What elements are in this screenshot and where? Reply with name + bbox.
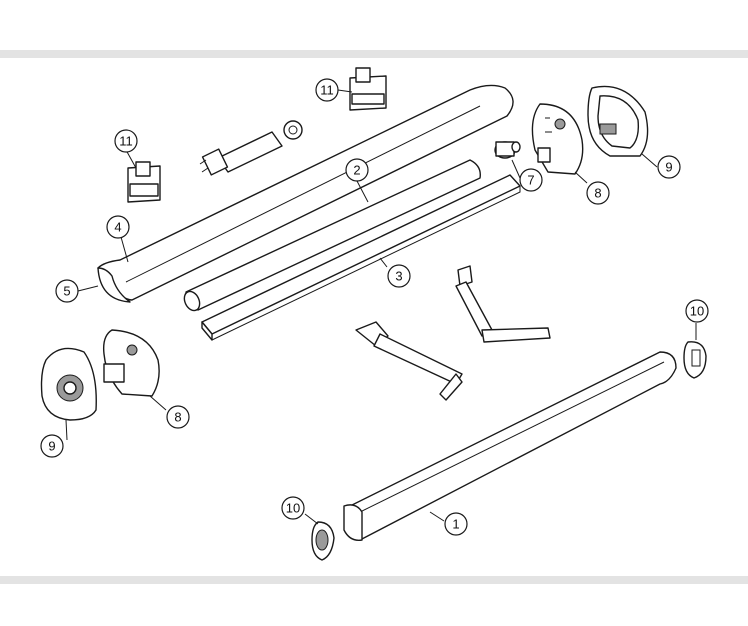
part-9-end-cap-right: [587, 85, 649, 157]
part-5-cassette-end: [97, 267, 131, 303]
callout-11-left: 11: [114, 129, 138, 153]
callout-11-right: 11: [315, 78, 339, 102]
part-7-coupler: [494, 141, 521, 159]
motor-assembly: [199, 120, 303, 176]
part-10-front-cap-right: [683, 341, 707, 379]
part-2-roller-tube: [183, 159, 481, 312]
svg-text:8: 8: [594, 186, 601, 201]
callout-7: 7: [519, 168, 543, 192]
svg-text:8: 8: [174, 410, 181, 425]
folding-arm-left: [355, 321, 463, 401]
svg-text:10: 10: [286, 501, 300, 516]
callout-4: 4: [106, 215, 130, 239]
part-8-side-plate-left: [102, 329, 160, 397]
callout-10-right: 10: [685, 299, 709, 323]
part-8-side-plate-right: [531, 103, 584, 175]
callout-9-left: 9: [40, 434, 64, 458]
callout-5: 5: [55, 279, 79, 303]
callout-9-right: 9: [657, 155, 681, 179]
part-11-bracket-left: [127, 161, 161, 203]
svg-text:11: 11: [119, 134, 133, 149]
bottom-divider-band: [0, 576, 748, 584]
top-divider-band: [0, 50, 748, 58]
svg-text:9: 9: [665, 160, 672, 175]
svg-text:7: 7: [527, 173, 534, 188]
svg-text:11: 11: [320, 83, 334, 98]
callout-10-left: 10: [281, 496, 305, 520]
callout-3: 3: [387, 264, 411, 288]
callout-8-right: 8: [586, 181, 610, 205]
svg-text:1: 1: [452, 517, 459, 532]
part-11-bracket-right: [349, 67, 387, 111]
part-1-front-profile-bar: [343, 351, 677, 541]
callout-1: 1: [444, 512, 468, 536]
callout-2: 2: [345, 158, 369, 182]
leader-lines: [65, 89, 697, 525]
callout-8-left: 8: [166, 405, 190, 429]
svg-text:9: 9: [48, 439, 55, 454]
svg-text:10: 10: [690, 304, 704, 319]
svg-text:3: 3: [395, 269, 402, 284]
part-3-square-bar: [201, 174, 521, 341]
svg-text:4: 4: [114, 220, 121, 235]
svg-text:5: 5: [63, 284, 70, 299]
part-9-end-cap-left: [40, 347, 97, 421]
folding-arm-right: [455, 265, 551, 343]
svg-text:2: 2: [353, 163, 360, 178]
part-10-front-cap-left: [311, 521, 335, 561]
